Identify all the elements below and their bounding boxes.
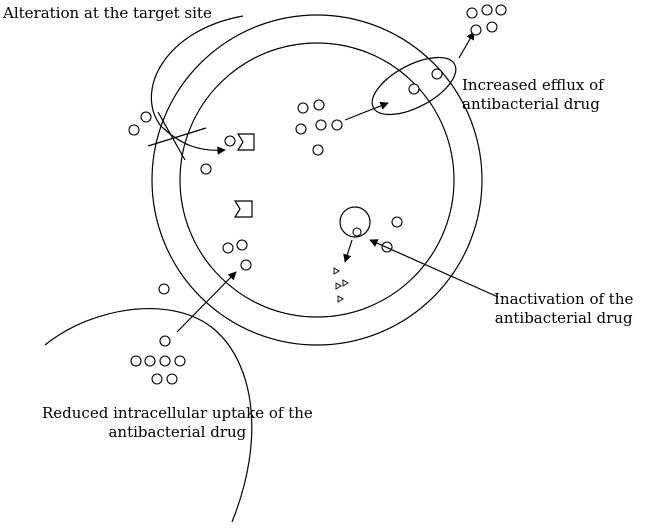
drug-molecule: [331, 119, 343, 131]
drug-molecule: [159, 335, 171, 347]
drug-molecule: [200, 163, 212, 175]
efflux-arrow-out: [458, 31, 475, 59]
drug-molecule: [166, 373, 178, 385]
label-efflux: Increased efflux of antibacterial drug: [462, 76, 604, 114]
efflux-arrow-in: [344, 101, 389, 121]
drug-molecule: [408, 83, 420, 95]
inactivation-arrow: [343, 239, 353, 263]
target-site-curve: [150, 15, 244, 155]
drug-molecule: [495, 4, 507, 16]
label-efflux-line1: Increased efflux of: [462, 76, 604, 94]
blocked-mark-line-2: [147, 127, 207, 147]
drug-fragment: [335, 282, 342, 290]
drug-fragment: [342, 279, 349, 287]
label-uptake-line2: antibacterial drug: [108, 423, 247, 441]
inactivation-label-arrow: [369, 239, 499, 298]
drug-molecule: [151, 373, 163, 385]
drug-molecule: [140, 111, 152, 123]
label-inactivation-line1: Inactivation of the: [494, 290, 634, 308]
drug-molecule: [431, 68, 443, 80]
drug-molecule: [174, 355, 186, 367]
drug-molecule: [222, 242, 234, 254]
target-receptor: [233, 200, 253, 218]
drug-molecule: [312, 144, 324, 156]
drug-molecule: [315, 119, 327, 131]
drug-molecule: [159, 355, 171, 367]
efflux-pump: [371, 56, 457, 116]
label-inactivation: Inactivation of the antibacterial drug: [494, 290, 633, 328]
adjacent-cell-outline: [44, 308, 253, 523]
drug-molecule: [391, 216, 403, 228]
drug-molecule: [481, 4, 493, 16]
drug-molecule: [486, 21, 498, 33]
drug-molecule: [352, 227, 362, 237]
label-uptake-line1: Reduced intracellular uptake of the: [42, 404, 313, 422]
drug-molecule: [297, 102, 309, 114]
drug-fragment: [337, 295, 344, 303]
drug-fragment: [333, 267, 340, 275]
drug-molecule: [158, 283, 170, 295]
drug-molecule: [240, 259, 252, 271]
drug-molecule: [144, 355, 156, 367]
outer-cell-membrane: [151, 14, 483, 346]
drug-molecule: [470, 24, 482, 36]
drug-molecule: [295, 123, 307, 135]
drug-molecule: [236, 239, 248, 251]
blocked-mark-line-1: [157, 111, 186, 161]
inner-cell-membrane: [179, 42, 455, 318]
label-target-site: Alteration at the target site: [3, 4, 212, 22]
inactivating-enzyme: [339, 206, 371, 238]
drug-molecule: [128, 124, 140, 136]
label-uptake: Reduced intracellular uptake of the anti…: [42, 404, 313, 442]
drug-molecule: [224, 135, 236, 147]
drug-molecule: [130, 355, 142, 367]
label-inactivation-line2: antibacterial drug: [494, 309, 633, 327]
drug-molecule: [313, 99, 325, 111]
label-efflux-line2: antibacterial drug: [462, 95, 600, 113]
uptake-arrow: [176, 271, 237, 333]
target-receptor-altered: [236, 133, 255, 151]
drug-molecule: [466, 7, 478, 19]
